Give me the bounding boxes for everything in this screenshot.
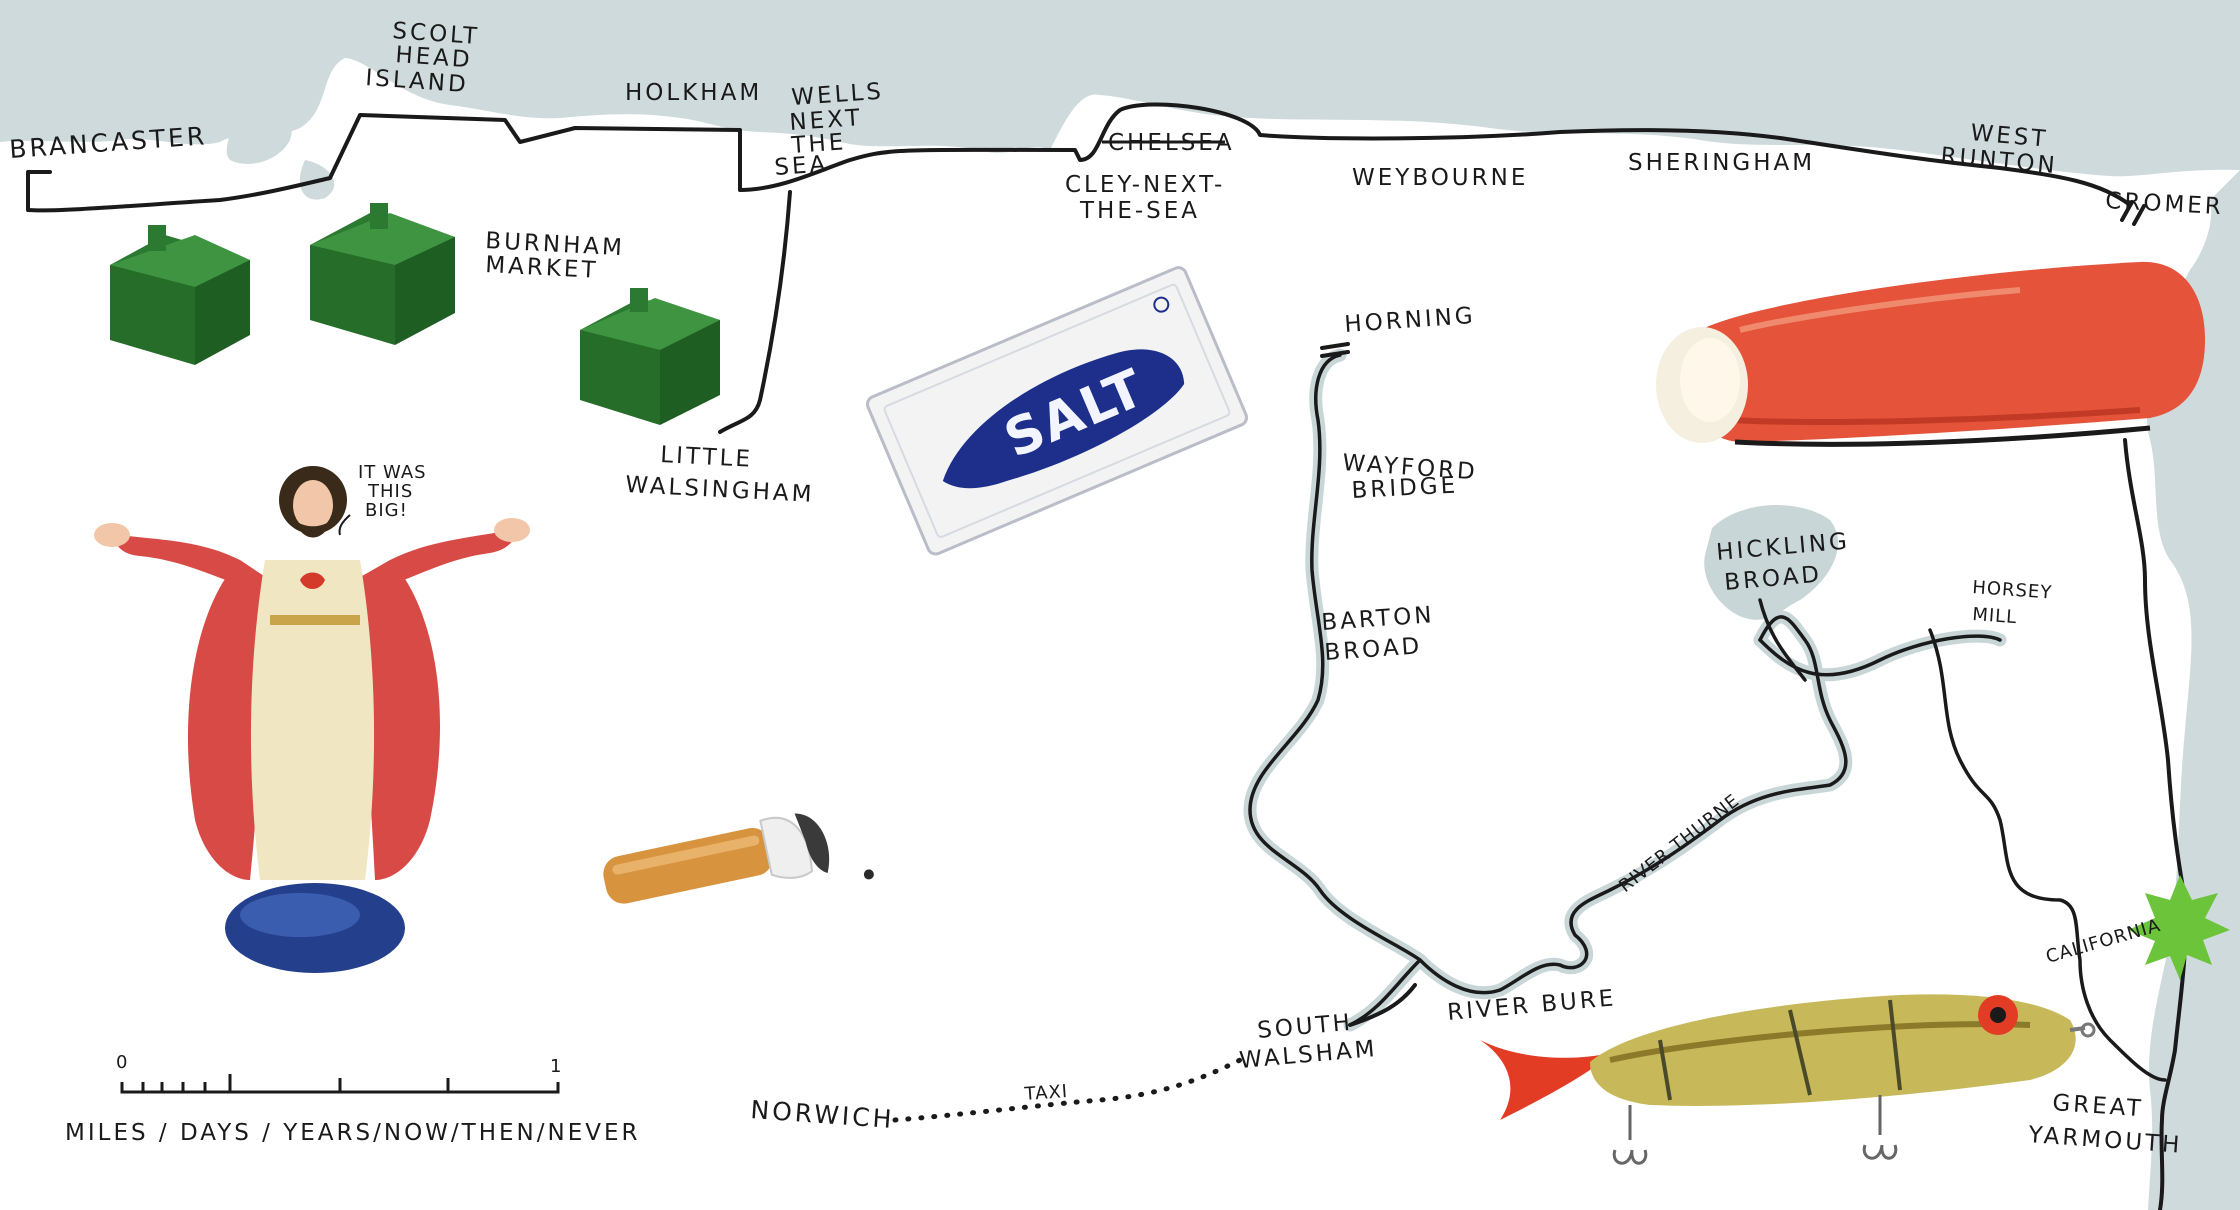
label-norwich: NORWICH (750, 1095, 896, 1134)
house-icon (110, 225, 250, 365)
label-taxi: TAXI (1023, 1081, 1069, 1105)
speech-tail (338, 514, 351, 536)
south-walsham-link (1348, 983, 1417, 1027)
label-river-thurne: RIVER THURNE (1615, 790, 1744, 897)
salt-packet-illustration: SALT (865, 266, 1249, 556)
scale-bar (120, 1074, 560, 1094)
speech-line-2: THIS (367, 481, 413, 502)
speech-line-3: BIG! (365, 500, 408, 521)
label-wells-1: WELLS (791, 79, 885, 111)
label-sheringham: SHERINGHAM (1628, 150, 1815, 176)
label-cley-2: THE-SEA (1079, 198, 1200, 224)
horning-end-ticks (1320, 342, 1350, 358)
label-cromer: CROMER (2105, 188, 2225, 220)
coast-road (26, 102, 2132, 213)
label-wayford-2: BRIDGE (1351, 472, 1459, 504)
scolt-head-sea-inlet (226, 92, 292, 164)
label-barton-1: BARTON (1321, 602, 1436, 636)
label-horsey-1: HORSEY (1972, 577, 2053, 604)
cigarette-butt-illustration (603, 813, 874, 904)
label-horsey-2: MILL (1972, 604, 2018, 628)
california-starburst-icon (2128, 875, 2230, 980)
fishing-lure-illustration (1480, 994, 2096, 1165)
label-weybourne: WEYBOURNE (1352, 165, 1528, 191)
scale-start: 0 (116, 1052, 128, 1073)
label-scolt-head-1: SCOLT (392, 18, 481, 50)
scale-units: MILES / DAYS / YEARS/NOW/THEN/NEVER (65, 1120, 640, 1146)
label-great-yarmouth-1: GREAT (2052, 1090, 2145, 1122)
label-burnham-2: MARKET (485, 252, 599, 284)
label-little-walsingham-2: WALSINGHAM (625, 472, 815, 508)
jesus-figure-illustration (94, 466, 530, 973)
crab-stick-illustration (1656, 261, 2205, 447)
label-horning: HORNING (1344, 303, 1477, 338)
scale-end: 1 (550, 1056, 562, 1077)
label-little-walsingham-1: LITTLE (660, 442, 754, 473)
label-wells-2: NEXT (789, 105, 864, 136)
label-scolt-head-2: HEAD (395, 42, 474, 73)
walsingham-road (718, 190, 792, 434)
label-wells-4: SEA (774, 151, 830, 181)
cromer-end-ticks (2120, 200, 2146, 226)
label-holkham: HOLKHAM (625, 80, 762, 106)
hickling-broad-water (1704, 505, 1839, 620)
label-wells-3: THE (790, 129, 848, 159)
speech-line-1: IT WAS (358, 462, 427, 483)
label-barton-2: BROAD (1324, 633, 1423, 666)
taxi-route (892, 1057, 1243, 1123)
house-icon (310, 203, 455, 345)
label-cley-1: CLEY-NEXT- (1065, 172, 1225, 198)
label-california: CALIFORNIA (2044, 915, 2164, 968)
house-icon (580, 288, 720, 425)
